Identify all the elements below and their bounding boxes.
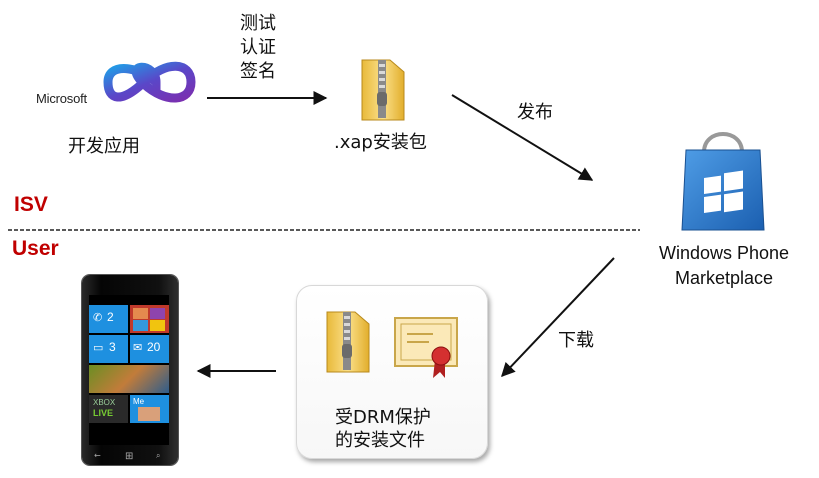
email-tile: ✉ 20 bbox=[130, 335, 169, 363]
microsoft-brand-text: Microsoft bbox=[36, 91, 87, 106]
marketplace-label: Windows Phone Marketplace bbox=[634, 241, 814, 291]
windows-phone-device: ✆ 2 ▭ 3 ✉ 20 XBOX LIVE Me ← ⊞ ⌕ bbox=[82, 275, 178, 465]
infinity-icon bbox=[103, 61, 196, 103]
email-tile-count: 20 bbox=[147, 340, 161, 354]
certificate-icon bbox=[394, 317, 458, 378]
messaging-tile-count: 3 bbox=[109, 340, 116, 354]
develop-app-label: 开发应用 bbox=[68, 136, 140, 157]
phone-tile-count: 2 bbox=[107, 310, 114, 324]
microsoft-logo: Microsoft bbox=[36, 52, 196, 112]
messaging-tile: ▭ 3 bbox=[89, 335, 128, 363]
drm-package-label: 受DRM保护 的安装文件 bbox=[335, 406, 431, 452]
people-tile bbox=[130, 305, 169, 333]
search-icon: ⌕ bbox=[156, 451, 161, 460]
zip-folder-icon bbox=[326, 311, 370, 373]
xbox-tile-line2: LIVE bbox=[93, 408, 114, 418]
xbox-live-tile: XBOX LIVE bbox=[89, 395, 128, 423]
publish-label: 发布 bbox=[517, 102, 553, 123]
marketplace-label-line2: Marketplace bbox=[674, 268, 774, 288]
drm-label-line1: 受DRM保护 bbox=[335, 407, 431, 428]
windows-start-icon: ⊞ bbox=[125, 451, 134, 462]
certify-label: 认证 bbox=[240, 37, 276, 58]
me-tile: Me bbox=[130, 395, 169, 423]
test-certify-sign-label: 测试 认证 签名 bbox=[240, 12, 276, 84]
phone-screen: ✆ 2 ▭ 3 ✉ 20 XBOX LIVE Me bbox=[89, 295, 169, 445]
me-tile-label: Me bbox=[133, 397, 145, 406]
zip-folder-icon bbox=[361, 59, 405, 121]
envelope-icon: ✉ bbox=[133, 342, 143, 354]
isv-section-label: ISV bbox=[14, 193, 48, 216]
back-icon: ← bbox=[94, 451, 101, 460]
drm-label-line2: 的安装文件 bbox=[335, 430, 425, 451]
user-section-label: User bbox=[12, 237, 59, 260]
marketplace-label-line1: Windows Phone bbox=[658, 243, 790, 263]
protected-package-card: 受DRM保护 的安装文件 bbox=[296, 285, 488, 459]
chat-icon: ▭ bbox=[93, 342, 104, 354]
download-label: 下载 bbox=[558, 330, 594, 351]
phone-tile: ✆ 2 bbox=[89, 305, 128, 333]
arrow-marketplace-to-package bbox=[501, 257, 615, 378]
marketplace-bag-icon bbox=[681, 132, 765, 231]
test-label: 测试 bbox=[240, 13, 276, 34]
sign-label: 签名 bbox=[240, 61, 276, 82]
xap-package-label: .xap安装包 bbox=[334, 132, 427, 153]
phone-icon: ✆ bbox=[93, 312, 103, 324]
arrow-xap-to-marketplace bbox=[451, 94, 594, 181]
xbox-tile-line1: XBOX bbox=[93, 398, 116, 407]
photo-tile bbox=[89, 365, 169, 393]
